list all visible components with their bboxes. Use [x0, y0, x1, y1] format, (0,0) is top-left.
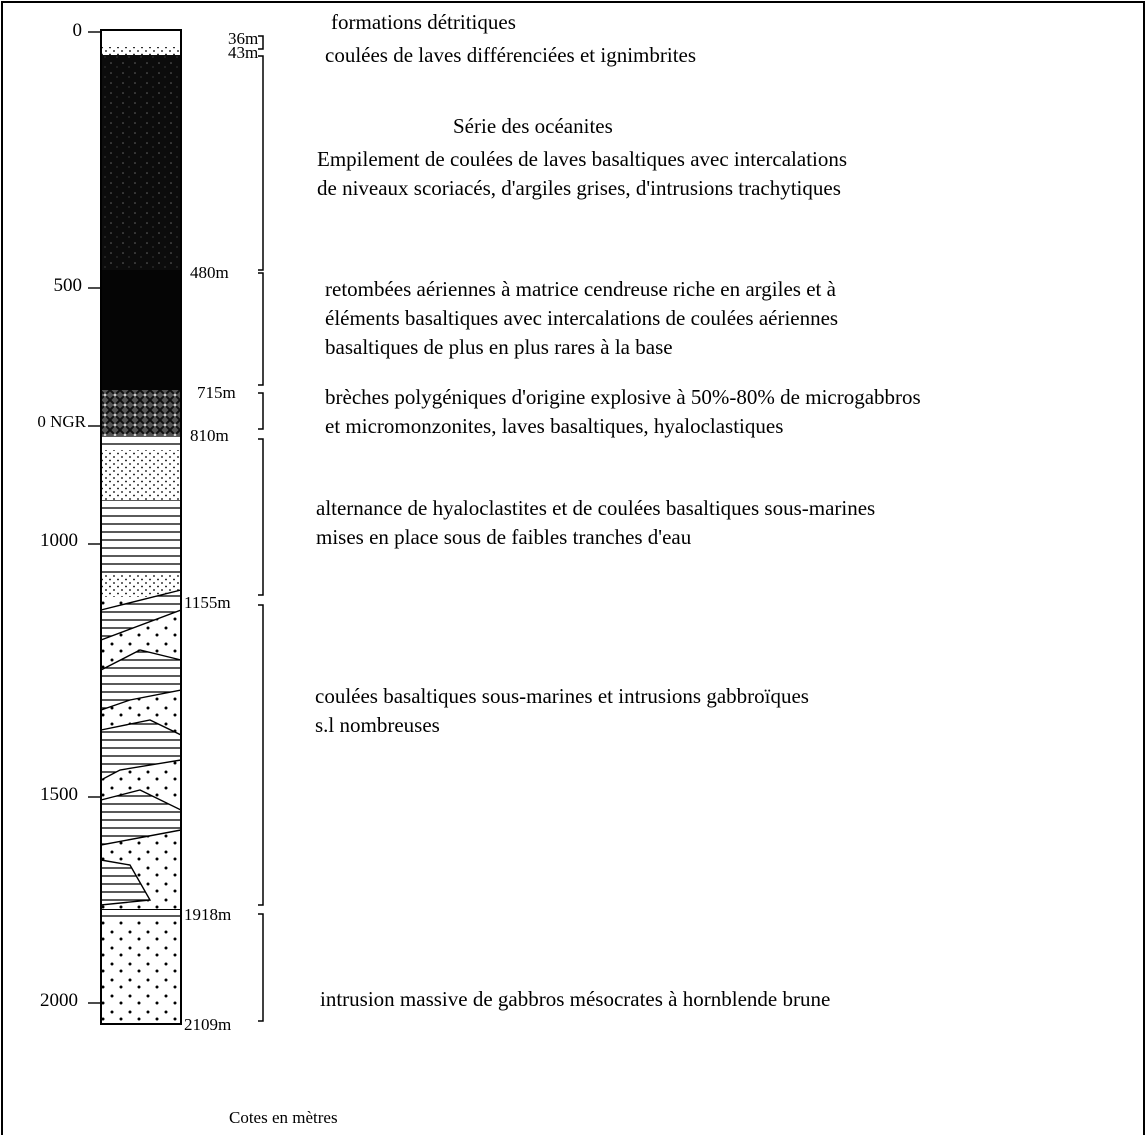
desc-detritic-line-1: formations détritiques	[331, 10, 516, 34]
desc-submarine-flows: coulées basaltiques sous-marines et intr…	[315, 682, 809, 740]
boundary-715m: 715m	[197, 383, 236, 402]
column-outline	[100, 29, 182, 1025]
layer-hyaloclastites-dotted-2	[101, 575, 181, 597]
layer-detritic	[101, 30, 181, 47]
desc-aerial-fallout-line-3: basaltiques de plus en plus rares à la b…	[325, 335, 673, 359]
desc-aerial-fallout: retombées aériennes à matrice cendreuse …	[325, 275, 838, 362]
boundary-1918m: 1918m	[184, 905, 232, 924]
desc-differentiated-lavas: coulées de laves différenciées et ignimb…	[325, 41, 696, 70]
boundary-480m: 480m	[190, 263, 229, 282]
depth-label-1000: 1000	[40, 530, 78, 551]
interval-brackets	[258, 35, 264, 1022]
desc-hyaloclastites: alternance de hyaloclastites et de coulé…	[316, 494, 875, 552]
layer-breccia	[101, 390, 181, 436]
depth-label-ngr: 0 NGR	[37, 412, 86, 431]
desc-breccia: brèches polygéniques d'origine explosive…	[325, 383, 1143, 441]
desc-aerial-fallout-line-2: éléments basaltiques avec intercalations…	[325, 306, 839, 330]
desc-oceanites-line-2: de niveaux scoriacés, d'argiles grises, …	[317, 176, 841, 200]
boundary-43m: 43m	[228, 43, 259, 62]
desc-oceanites: Empilement de coulées de laves basaltiqu…	[317, 145, 847, 203]
depth-label-500: 500	[53, 275, 83, 296]
desc-submarine-flows-line-1: coulées basaltiques sous-marines et intr…	[315, 684, 809, 708]
depth-label-0: 0	[72, 20, 83, 41]
depth-label-2000: 2000	[40, 990, 78, 1011]
boundary-810m: 810m	[190, 426, 229, 445]
desc-massive-gabbro: intrusion massive de gabbros mésocrates …	[320, 985, 830, 1014]
desc-differentiated-lavas-line-1: coulées de laves différenciées et ignimb…	[325, 43, 697, 67]
boundary-2109m: 2109m	[184, 1015, 232, 1034]
boundary-1155m: 1155m	[184, 593, 231, 612]
desc-breccia-line-1: brèches polygéniques d'origine explosive…	[325, 385, 921, 409]
desc-massive-gabbro-line-1: intrusion massive de gabbros mésocrates …	[320, 987, 831, 1011]
layer-hyaloclastites-dotted-1	[101, 450, 181, 500]
units-caption: Cotes en mètres	[229, 1108, 338, 1127]
desc-breccia-line-2: et micromonzonites, laves basaltiques, h…	[325, 414, 784, 438]
layer-oceanites	[101, 55, 181, 270]
desc-hyaloclastites-line-1: alternance de hyaloclastites et de coulé…	[316, 496, 876, 520]
layer-differentiated-lavas	[101, 47, 181, 55]
depth-ticks	[88, 31, 101, 1004]
desc-detritic: formations détritiques	[331, 8, 516, 37]
desc-oceanites-title: Série des océanites	[453, 114, 613, 138]
layer-massive-gabbro	[101, 910, 181, 1024]
desc-aerial-fallout-line-1: retombées aériennes à matrice cendreuse …	[325, 277, 836, 301]
desc-submarine-flows-line-2: s.l nombreuses	[315, 713, 440, 737]
layer-aerial-fallout	[101, 270, 181, 390]
depth-label-1500: 1500	[40, 784, 78, 805]
boundary-36m: 36m	[228, 29, 259, 48]
desc-hyaloclastites-line-2: mises en place sous de faibles tranches …	[316, 525, 692, 549]
layer-hornblende-band	[101, 910, 181, 918]
desc-oceanites-line-1: Empilement de coulées de laves basaltiqu…	[317, 147, 848, 171]
